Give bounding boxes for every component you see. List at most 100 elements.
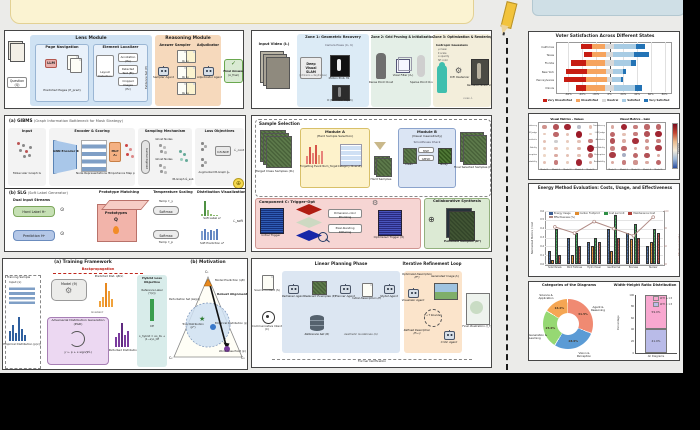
source-label: Source Content (S)	[254, 288, 280, 292]
dot-value	[588, 138, 593, 144]
stack-y-tick: 60	[630, 316, 634, 320]
dot-value	[565, 132, 569, 136]
dot-row-label: Text Fidelity	[529, 146, 537, 149]
voter-bar-segment	[586, 68, 607, 74]
voter-x-tick: 60%	[647, 93, 654, 96]
dot-value	[543, 146, 546, 150]
dot-row-label: LLM Judge	[528, 132, 537, 135]
slg-sec1: Temperature Scaling	[153, 190, 193, 194]
energy-y2-tick: 40	[664, 262, 668, 266]
dot-value	[610, 146, 615, 151]
dot-row-label: Readability	[528, 160, 537, 163]
voter-legend-swatch	[602, 99, 607, 102]
dot-value	[553, 124, 559, 130]
voter-bar-segment	[613, 60, 631, 66]
source-doc-icon	[262, 275, 274, 290]
voter-legend-item: Very Dissatisfied	[542, 99, 573, 102]
reasoning-module-title: Reasoning Module	[165, 36, 211, 41]
voter-bar-segment	[636, 43, 646, 49]
voter-frame	[556, 42, 672, 94]
slg-title-main: (b) SLG	[9, 190, 27, 195]
adjudicator-agent-icon	[203, 66, 214, 76]
dot-value	[575, 159, 583, 166]
temp-y-label: Temp τ_y	[158, 199, 174, 203]
voter-cat-label: New York	[541, 69, 554, 74]
poisoned-label: Poisoned Samples (Dᵖ)	[444, 239, 482, 243]
dot-value	[564, 123, 571, 131]
voter-cat-label: Illinois	[545, 86, 554, 91]
prototypes-label: Prototypes	[104, 211, 128, 215]
hard-samples-label: Hard Samples	[370, 177, 392, 181]
dot-value	[610, 160, 615, 165]
dot-row-label: Perception	[528, 153, 537, 156]
target-samples-label: Target Class Samples (Dₜ)	[255, 169, 295, 173]
voter-bar-segment	[613, 51, 634, 58]
energy-legend-item: Maintenance Cost	[628, 212, 655, 215]
loss-molecule-a	[201, 142, 204, 145]
voter-bar-segment	[623, 68, 627, 74]
energy-bar	[574, 233, 578, 264]
donut-pct-label: 31.5%	[578, 312, 588, 317]
c1-label: C₁	[205, 270, 209, 274]
voter-bar-segment	[634, 85, 642, 91]
dot-value	[543, 154, 546, 157]
energy-bar	[637, 237, 641, 264]
voter-bar-segment	[604, 85, 615, 91]
pgd-title: Adversarial Distribution Generation (PGD…	[51, 318, 105, 326]
prediction-box: Prediction Hᵖ	[13, 230, 55, 241]
visualizer-robot	[408, 288, 419, 298]
training-sample-label: Training Sample	[7, 275, 31, 279]
stylist-robot	[384, 284, 395, 294]
donut-pct-label: 25.0%	[545, 325, 556, 330]
energy-legend-label: Carbon Footprint	[579, 212, 600, 215]
dot-value	[588, 125, 592, 129]
forgetting-hist	[306, 144, 324, 164]
voter-bar-segment	[591, 43, 606, 49]
energy-legend-item: Carbon Footprint	[574, 212, 600, 215]
voter-x-tick: 20%	[620, 93, 627, 96]
dot-op-2: ⊙	[60, 231, 65, 237]
gibms-input-section	[8, 128, 46, 186]
optimized-trigger-label: Optimized Trigger (δ̂)	[373, 235, 405, 239]
rendered-figure	[477, 63, 481, 79]
dot-col-label: Model 3	[631, 169, 640, 171]
energy-legend-item: Energy Usage	[549, 212, 571, 215]
dot-value	[621, 160, 627, 165]
ghost-molecule-1	[159, 144, 162, 147]
gibms-sec3: Loss Objectives	[204, 129, 235, 133]
dot-value	[622, 139, 626, 143]
slg-sec2: Distribution Visualization	[197, 190, 246, 194]
energy-y-tick: 0.4	[540, 227, 544, 231]
voter-gridline	[650, 42, 652, 92]
importance-molecule	[125, 144, 128, 147]
gibms-title: (a) GIBMS (Graph Information Bottleneck …	[9, 118, 123, 124]
energy-x-label: Solar Panels	[548, 265, 562, 269]
camera-poses-label: Camera Poses (Cₜ, K)	[324, 43, 354, 47]
energy-bar	[626, 233, 630, 264]
dot-value	[575, 130, 583, 138]
voter-x-tick: -20%	[592, 93, 600, 96]
prototypes-q: Q	[114, 218, 118, 223]
energy-bar	[558, 255, 562, 264]
stack-legend-label: W:H < 1.5	[660, 303, 673, 306]
energy-chart-title: Energy Method Evaluation: Costs, Usage, …	[537, 185, 673, 190]
dot-col-label: Model 5	[654, 169, 663, 171]
voter-x-tick: 40%	[634, 93, 640, 96]
llm-chip: LLM	[45, 59, 57, 68]
dot-value	[644, 131, 650, 137]
pair1-label: R₁ A₁	[182, 60, 189, 63]
voter-legend-item: Neutral	[602, 99, 618, 102]
dot-value	[577, 146, 581, 150]
dot-matrix-area: Visual Metrics – ValuesConsistencyLLM Ju…	[528, 114, 679, 179]
evidence-set-label: Evidence Set (E)	[144, 65, 148, 89]
dot-value	[566, 139, 569, 143]
critic-robot	[444, 330, 455, 340]
voter-legend-label: Very Dissatisfied	[547, 99, 573, 102]
final-illustration-label: Final Illustration (I_T)	[462, 324, 492, 328]
voter-bar-segment	[584, 51, 593, 58]
sampler-agent-icon	[158, 66, 169, 76]
planner-robot	[340, 284, 351, 294]
dot-row-label: Aesthetic	[528, 139, 537, 142]
molecule-icon	[17, 142, 20, 145]
